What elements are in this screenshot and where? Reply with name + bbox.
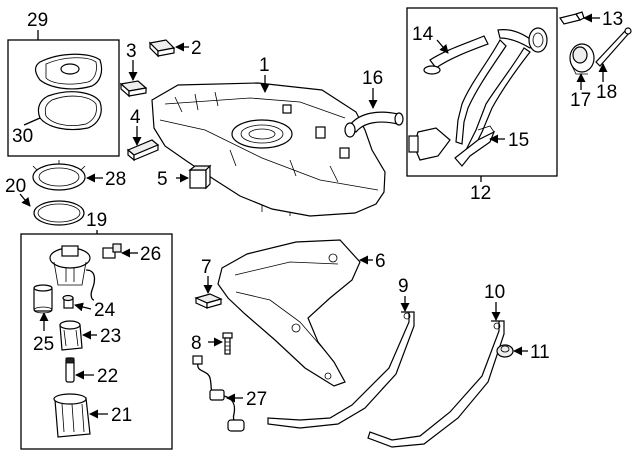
filler-pipe-12 — [408, 27, 548, 167]
callout-24: 24 — [94, 300, 116, 321]
strap-9 — [267, 311, 415, 429]
group-box-29 — [7, 39, 120, 157]
tether-18 — [595, 27, 632, 67]
callout-16: 16 — [362, 68, 383, 89]
callout-1: 1 — [259, 55, 270, 76]
pump-flange — [49, 245, 96, 301]
callout-4: 4 — [130, 107, 141, 128]
callout-8: 8 — [191, 333, 202, 354]
callout-2: 2 — [191, 38, 202, 59]
filler-hose-16 — [344, 111, 404, 138]
strap-10 — [367, 320, 505, 448]
bolt-8 — [222, 332, 233, 355]
pad-3 — [119, 80, 148, 98]
lock-ring-28 — [32, 160, 86, 191]
callout-30: 30 — [12, 126, 33, 147]
cap-17 — [569, 43, 595, 75]
callout-5: 5 — [157, 169, 168, 190]
group-box-12 — [406, 7, 558, 177]
callout-27: 27 — [246, 389, 267, 410]
pad-2 — [148, 39, 176, 58]
harness-27 — [192, 355, 245, 432]
pad-7 — [194, 293, 223, 309]
seal-30 — [37, 91, 102, 131]
cover-29 — [34, 53, 103, 90]
callout-9: 9 — [398, 276, 409, 297]
callout-15: 15 — [508, 130, 529, 151]
heat-shield — [217, 239, 361, 387]
clip-13 — [559, 11, 585, 25]
callout-28: 28 — [105, 169, 126, 190]
callout-3: 3 — [126, 41, 137, 62]
callout-numbers: 1 2 3 4 5 6 7 8 9 10 11 12 13 14 15 16 1… — [5, 9, 623, 426]
callout-14: 14 — [412, 24, 434, 45]
callout-26: 26 — [140, 244, 161, 265]
regulator-23 — [59, 320, 83, 351]
pump-22 — [65, 357, 75, 383]
callout-21: 21 — [111, 405, 132, 426]
callout-13: 13 — [602, 9, 623, 30]
callout-19: 19 — [86, 210, 107, 231]
pad-4 — [126, 139, 160, 162]
callout-11: 11 — [530, 342, 550, 363]
callout-22: 22 — [97, 366, 118, 387]
callout-6: 6 — [375, 251, 386, 272]
callout-29: 29 — [27, 10, 48, 31]
pad-5 — [188, 164, 212, 190]
leader-lines — [19, 13, 608, 419]
callout-23: 23 — [100, 326, 121, 347]
callout-20: 20 — [5, 176, 26, 197]
part-24 — [62, 294, 74, 309]
callout-25: 25 — [33, 334, 54, 355]
callout-18: 18 — [596, 82, 617, 103]
nut-11 — [496, 344, 514, 358]
callout-7: 7 — [201, 257, 212, 278]
callout-17: 17 — [570, 90, 591, 111]
fuel-tank — [151, 82, 386, 217]
filter-25 — [33, 284, 53, 314]
reservoir-21 — [53, 393, 91, 438]
callout-10: 10 — [484, 282, 505, 303]
oring-20 — [33, 200, 85, 226]
callout-12: 12 — [470, 183, 491, 204]
connector-26 — [102, 243, 122, 259]
